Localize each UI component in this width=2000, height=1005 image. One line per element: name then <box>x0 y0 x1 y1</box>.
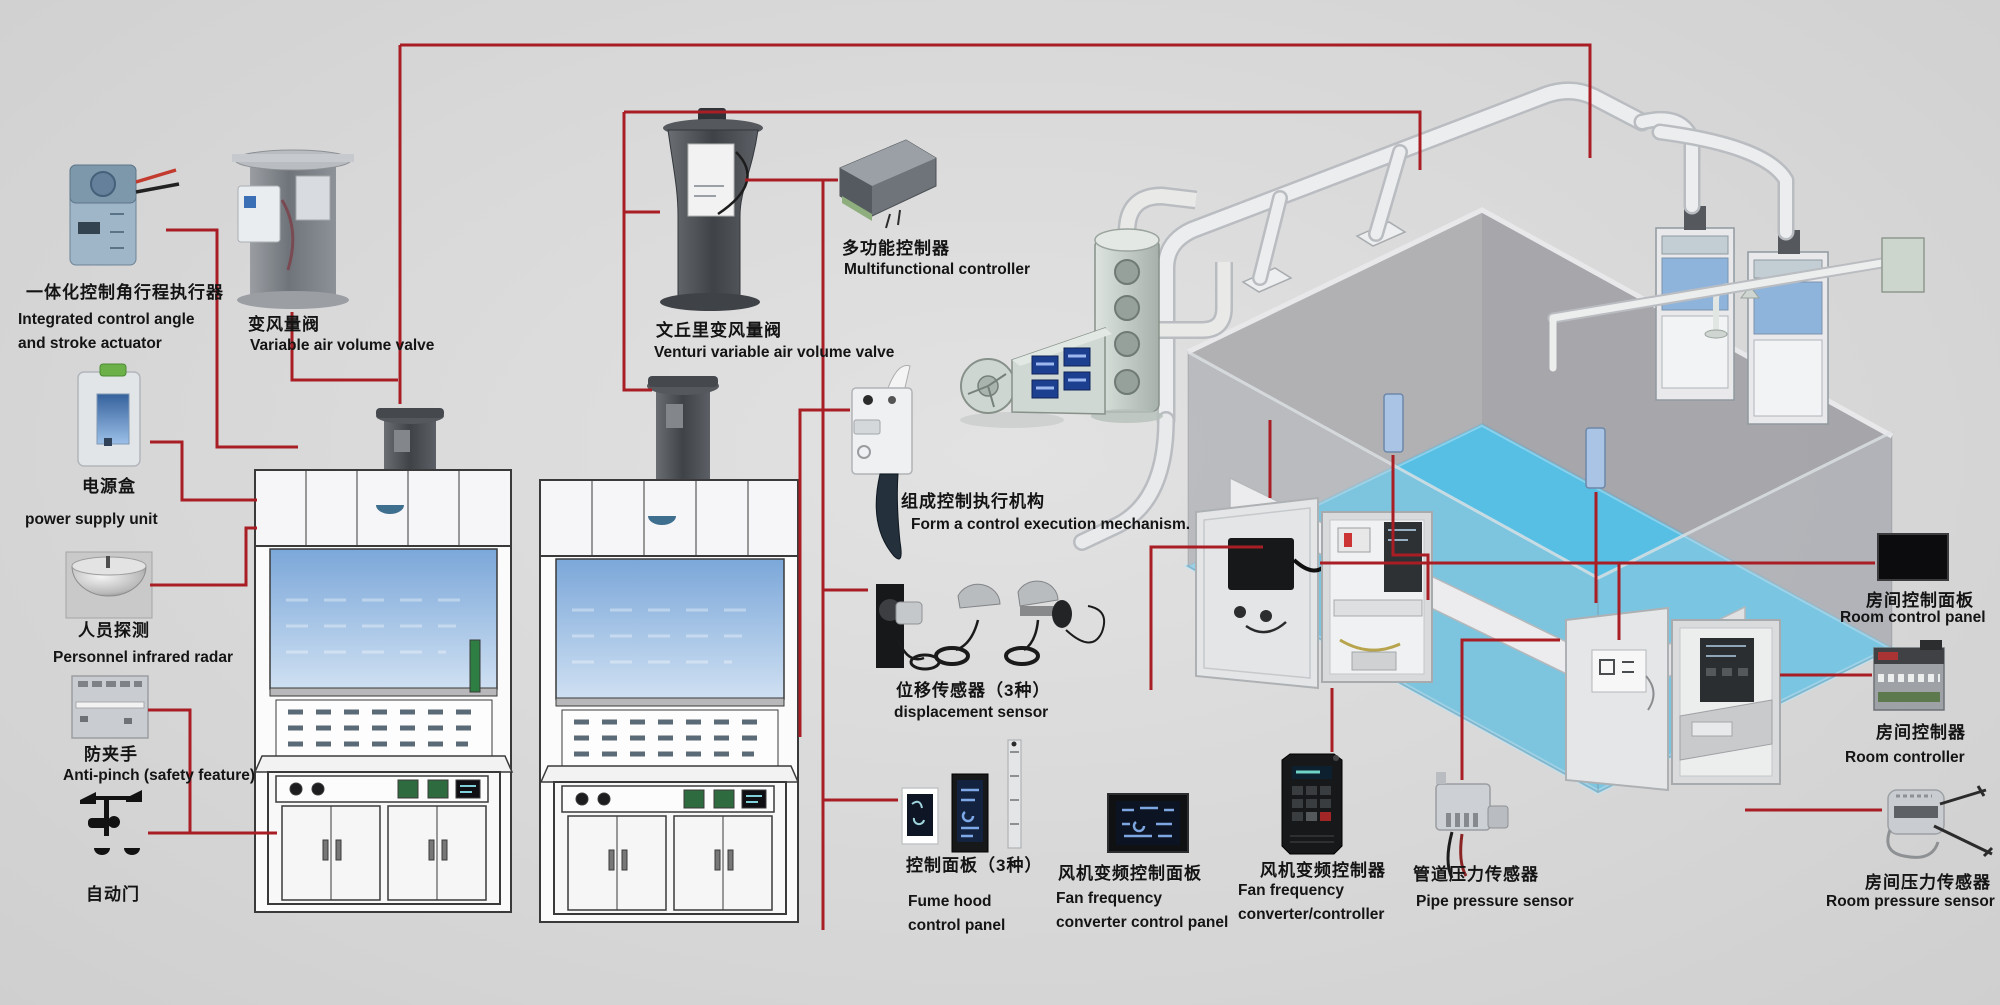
control-cabinet-1 <box>1195 496 1433 690</box>
label-venturi-en: Venturi variable air volume valve <box>654 344 895 361</box>
room-control-panel-device <box>1877 533 1949 581</box>
label-room-panel-en: Room control panel <box>1840 609 1986 626</box>
exhaust-fan-unit <box>960 326 1112 428</box>
multifunctional-controller-device <box>839 139 937 229</box>
label-multifunctional-zh: 多功能控制器 <box>842 239 950 258</box>
integrated-actuator-device <box>69 164 180 266</box>
auto-door-mechanism <box>80 790 142 855</box>
label-fan-ctrl-zh: 风机变频控制器 <box>1260 861 1386 880</box>
label-pipe-pressure-en: Pipe pressure sensor <box>1416 893 1574 910</box>
room-wall-device-b <box>1585 427 1606 489</box>
label-actuator-en: Integrated control angle and stroke actu… <box>18 311 195 353</box>
label-fume-panel-zh: 控制面板（3种） <box>906 856 1043 875</box>
hood2-vav-valve <box>624 376 742 497</box>
label-pipe-pressure-zh: 管道压力传感器 <box>1413 865 1539 884</box>
label-exec-mech-en: Form a control execution mechanism. <box>911 516 1191 533</box>
label-displacement-zh: 位移传感器（3种） <box>896 681 1051 700</box>
label-vav-en: Variable air volume valve <box>250 337 435 354</box>
label-radar-en: Personnel infrared radar <box>53 649 234 666</box>
connector-lines <box>148 43 1882 930</box>
label-room-ctrl-en: Room controller <box>1845 749 1965 766</box>
variable-air-volume-valve-device <box>232 149 354 309</box>
scrubber-tower <box>1091 186 1233 423</box>
lab-room-3d <box>1182 206 1898 795</box>
label-power-en: power supply unit <box>25 511 158 528</box>
label-power-zh: 电源盒 <box>82 477 136 496</box>
label-antipinch-zh: 防夹手 <box>84 745 138 764</box>
label-fume-panel-en: Fume hood control panel <box>908 893 1006 935</box>
label-antipinch-en: Anti-pinch (safety feature) <box>63 767 256 784</box>
label-fan-panel-en: Fan frequency converter control panel <box>1056 890 1229 932</box>
label-vav-zh: 变风量阀 <box>248 315 320 334</box>
pipe-pressure-sensor-device <box>1435 772 1509 879</box>
label-actuator-zh: 一体化控制角行程执行器 <box>26 283 224 302</box>
venturi-valve-device <box>660 108 763 311</box>
label-venturi-zh: 文丘里变风量阀 <box>656 321 782 340</box>
room-pressure-sensor-device <box>1886 785 1994 859</box>
label-room-pressure-en: Room pressure sensor <box>1826 893 1995 910</box>
label-fan-panel-zh: 风机变频控制面板 <box>1058 864 1202 883</box>
fan-frequency-hmi-panel-device <box>1107 793 1189 853</box>
displacement-sensor-devices <box>876 580 1106 671</box>
label-exec-mech-zh: 组成控制执行机构 <box>901 492 1045 511</box>
label-multifunctional-en: Multifunctional controller <box>844 261 1030 278</box>
fume-hood-1 <box>253 469 514 913</box>
infrared-radar-device <box>65 551 153 619</box>
fume-hood-2 <box>539 479 800 923</box>
room-fume-hood-b <box>1747 230 1829 425</box>
label-radar-zh: 人员探测 <box>78 621 150 640</box>
fume-hood-control-panels <box>901 739 1022 853</box>
fan-frequency-vfd-device <box>1281 753 1343 855</box>
label-fan-ctrl-en: Fan frequency converter/controller <box>1238 882 1385 924</box>
room-fume-hood-a <box>1655 206 1735 401</box>
label-door-zh: 自动门 <box>86 885 140 904</box>
label-room-panel-zh: 房间控制面板 <box>1866 591 1974 610</box>
room-wall-device-a <box>1383 393 1404 453</box>
label-displacement-en: displacement sensor <box>894 704 1049 721</box>
label-room-ctrl-zh: 房间控制器 <box>1876 723 1966 742</box>
anti-pinch-device <box>71 675 149 739</box>
control-cabinet-2 <box>1565 606 1781 792</box>
power-supply-device <box>77 363 141 467</box>
label-room-pressure-zh: 房间压力传感器 <box>1865 873 1991 892</box>
exhaust-ductwork <box>1073 81 1925 551</box>
execution-mechanism-valve-device <box>851 364 913 560</box>
room-controller-device <box>1873 640 1945 711</box>
